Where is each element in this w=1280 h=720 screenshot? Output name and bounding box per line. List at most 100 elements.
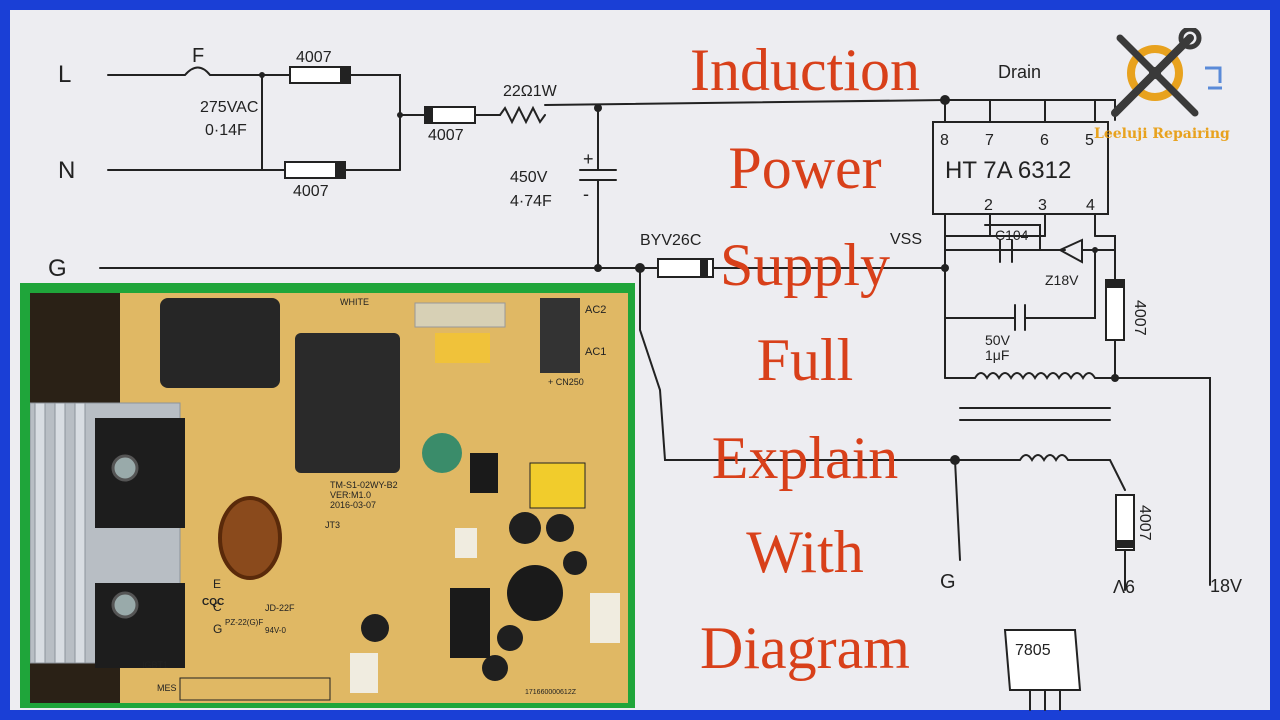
pcb-label-cn250: + CN250 (548, 377, 584, 387)
label-out-9v: 9V (1113, 576, 1135, 596)
buzzer (507, 565, 563, 621)
x-capacitor (160, 298, 280, 388)
label-out-g: G (940, 571, 956, 593)
cap-4 (361, 614, 389, 642)
label-cap-x-v: 275VAC (200, 99, 258, 116)
transformer-secondary (954, 454, 1126, 491)
label-n: N (58, 157, 75, 184)
pcb-label-ac2: AC2 (585, 304, 606, 316)
cap-6 (482, 655, 508, 681)
circuit-icon (1205, 66, 1222, 90)
label-cap-bulk-f: 4·74F (510, 193, 552, 210)
label-ic-pin-7: 7 (985, 132, 994, 149)
choke-coil (218, 496, 282, 580)
pcb-pin-g: G (213, 622, 222, 636)
cap-2 (509, 512, 541, 544)
pcb-label-igbt1: IGBT1 (142, 660, 168, 670)
label-diode-mid: 4007 (428, 127, 464, 144)
label-ic-pin-2: 2 (984, 197, 993, 214)
cap-1 (422, 433, 462, 473)
label-drain: Drain (998, 62, 1041, 82)
connector-3 (455, 528, 477, 558)
title-line-5: Explain (711, 425, 899, 491)
pcb-label-jd: JD-22F (265, 603, 295, 613)
pcb-label-jt3: JT3 (325, 520, 340, 530)
label-cap-x-f: 0·14F (205, 122, 247, 139)
cap-3 (546, 514, 574, 542)
label-cap-minus: - (583, 184, 589, 204)
ac1-terminal (540, 338, 580, 373)
label-l: L (58, 61, 71, 88)
ic-small (470, 453, 498, 493)
title-line-6: With (746, 519, 864, 585)
wire-l (107, 66, 263, 171)
label-out-18v: 18V (1210, 576, 1242, 596)
cap-7 (563, 551, 587, 575)
label-c104: C104 (995, 227, 1029, 243)
transformer-small (529, 462, 586, 509)
title-line-4: Full (756, 327, 854, 393)
pcb-photo: WHITE AC2 AC1 + CN250 TM-S1-02WY-B2 VER:… (30, 293, 628, 703)
label-cap-plus: + (583, 149, 594, 169)
ac2-terminal (540, 298, 580, 338)
regulator-body (1003, 629, 1082, 691)
ic-box (932, 121, 1109, 215)
title-line-2: Power (728, 135, 882, 201)
label-ic-pin-6: 6 (1040, 132, 1049, 149)
label-ic-pin-3: 3 (1038, 197, 1047, 214)
mes-box (179, 677, 331, 701)
channel-logo (1111, 28, 1222, 117)
pcb-label-pz: PZ-22(G)F (225, 618, 263, 627)
resistor-zigzag (499, 105, 546, 125)
pcb-pin-c: C (213, 600, 222, 614)
label-cap-small-f: 1μF (985, 347, 1009, 363)
igbt-1 (95, 418, 185, 528)
pcb-illustration: WHITE AC2 AC1 + CN250 TM-S1-02WY-B2 VER:… (30, 293, 628, 703)
pcb-label-serial: 171660000612Z (525, 689, 577, 696)
label-diode-top: 4007 (296, 49, 332, 66)
pcb-label-94v: 94V-0 (265, 626, 286, 635)
label-cap-small-v: 50V (985, 332, 1011, 348)
label-byv: BYV26C (640, 232, 701, 249)
logo-ring (1127, 45, 1183, 101)
title-line-3: Supply (719, 232, 891, 298)
relay (295, 333, 400, 473)
ic-dip (450, 588, 490, 658)
label-fuse: F (192, 45, 204, 67)
diode-right-top-body (1105, 279, 1125, 341)
igbt-2 (95, 583, 185, 668)
pcb-label-mes: MES (157, 683, 177, 693)
label-cap-bulk-v: 450V (510, 169, 548, 186)
title-line-7: Diagram (700, 615, 910, 681)
label-vss: VSS (890, 231, 922, 248)
label-ic-pin-4: 4 (1086, 197, 1095, 214)
label-ic-pin-5: 5 (1085, 132, 1094, 149)
fuse-holder (414, 302, 506, 328)
zener-symbol (1057, 238, 1116, 264)
label-zener: Z18V (1045, 272, 1079, 288)
yellow-cap (435, 333, 490, 363)
pcb-label-date: 2016-03-07 (330, 500, 376, 510)
wire-top-rail (544, 99, 1116, 121)
label-diode-bottom: 4007 (293, 183, 329, 200)
label-resistor: 22Ω1W (503, 83, 558, 100)
label-diode-right-top: 4007 (1131, 300, 1148, 336)
label-ic-name: HT 7A 6312 (945, 157, 1071, 184)
cap-5 (497, 625, 523, 651)
pcb-label-ac1: AC1 (585, 346, 606, 358)
logo-text: Leeluji Repairing (1094, 126, 1230, 142)
title-line-1: Induction (690, 37, 920, 103)
pcb-label-white: WHITE (340, 297, 369, 307)
label-reg: 7805 (1015, 642, 1051, 659)
pcb-label-cert: CQC (202, 597, 224, 608)
pcb-pin-e: E (213, 577, 221, 591)
connector-2 (350, 653, 378, 693)
label-diode-right-bottom: 4007 (1136, 505, 1153, 541)
label-ic-pin-8: 8 (940, 132, 949, 149)
pcb-label-model: TM-S1-02WY-B2 (330, 480, 398, 490)
pcb-label-ver: VER:M1.0 (330, 490, 371, 500)
connector-1 (590, 593, 620, 643)
label-g: G (48, 255, 67, 282)
